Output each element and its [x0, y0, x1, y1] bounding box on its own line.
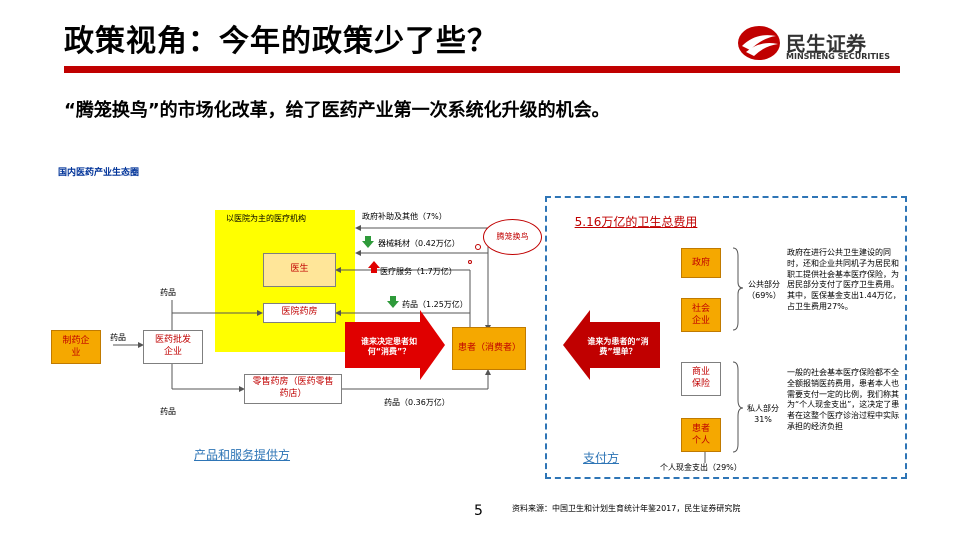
payer-social-box: 社会企业: [681, 298, 721, 332]
wholesale-box: 医药批发企业: [143, 330, 203, 364]
hospital-group-label: 以医院为主的医疗机构: [226, 214, 306, 223]
slide-subtitle: “腾笼换鸟”的市场化改革，给了医药产业第一次系统化升级的机会。: [64, 100, 610, 121]
gov-subsidy-label: 政府补助及其他（7%）: [362, 212, 447, 221]
patient-label: 患者（消费者）: [458, 343, 522, 354]
logo-text-en: MINSHENG SECURITIES: [786, 52, 890, 61]
retail-pharmacy-box: 零售药房（医药零售药店）: [244, 374, 342, 404]
page-title: 政策视角：今年的政策少了些？: [64, 24, 498, 59]
payer-label: 支付方: [583, 451, 620, 465]
bubble-text: 腾笼换鸟: [496, 232, 529, 242]
right-arrow-text: 谁来为患者的“消费”埋单？: [587, 337, 649, 357]
private-note: 一般的社会基本医疗保险都不全全额报销医药费用，患者本人也需要支付一定的比例，我们…: [787, 368, 900, 431]
title-divider: [64, 66, 900, 73]
diagram-title: 国内医药产业生态圈: [58, 168, 140, 178]
hospital-pharmacy-box: 医院药房: [263, 303, 336, 323]
patient-box: 患者（消费者）: [452, 327, 526, 370]
payer-commercial-label: 商业保险: [691, 367, 710, 389]
public-note: 政府在进行公共卫生建设的同时，还和企业共同机子为居民和职工提供社会基本医疗保险，…: [787, 248, 901, 311]
payer-gov-box: 政府: [681, 248, 721, 278]
left-arrow-text: 谁来决定患者如何“消费”？: [361, 337, 417, 357]
private-share-label: 私人部分31%: [747, 404, 779, 424]
payer-individual-label: 患者个人: [691, 423, 710, 446]
payer-social-label: 社会企业: [691, 303, 710, 326]
payer-commercial-box: 商业保险: [681, 362, 721, 396]
payer-individual-box: 患者个人: [681, 418, 721, 452]
pharma-company-box: 制药企业: [51, 330, 101, 364]
drug-label-mid: 药品: [110, 333, 126, 342]
oop-label: 个人现金支出（29%）: [660, 463, 742, 472]
pharma-company-label: 制药企业: [62, 335, 90, 358]
source-note: 资料来源：中国卫生和计划生育统计年鉴2017，民生证券研究院: [512, 504, 741, 513]
devices-label: 器械耗材（0.42万亿）: [378, 239, 460, 248]
total-health-cost: 5.16万亿的卫生总费用: [574, 215, 698, 229]
payer-dashed-area: [545, 196, 907, 479]
drug-label-bottom: 药品: [160, 407, 176, 416]
logo-text-cn: 民生证券: [786, 32, 866, 56]
drugs-036-label: 药品（0.36万亿）: [384, 398, 450, 407]
provider-label: 产品和服务提供方: [194, 448, 291, 462]
bubble-callout: 腾笼换鸟: [483, 219, 542, 255]
page-number: 5: [474, 503, 483, 519]
drug-label-top: 药品: [160, 288, 176, 297]
wholesale-label: 医药批发企业: [154, 335, 191, 357]
minsheng-logo-icon: [738, 26, 780, 60]
services-label: 医疗服务（1.7万亿）: [380, 267, 457, 276]
drugs-125-label: 药品（1.25万亿）: [402, 300, 468, 309]
retail-pharmacy-label: 零售药房（医药零售药店）: [252, 377, 334, 399]
public-share-label: 公共部分（69%）: [747, 280, 781, 300]
doctor-box: 医生: [263, 253, 336, 287]
